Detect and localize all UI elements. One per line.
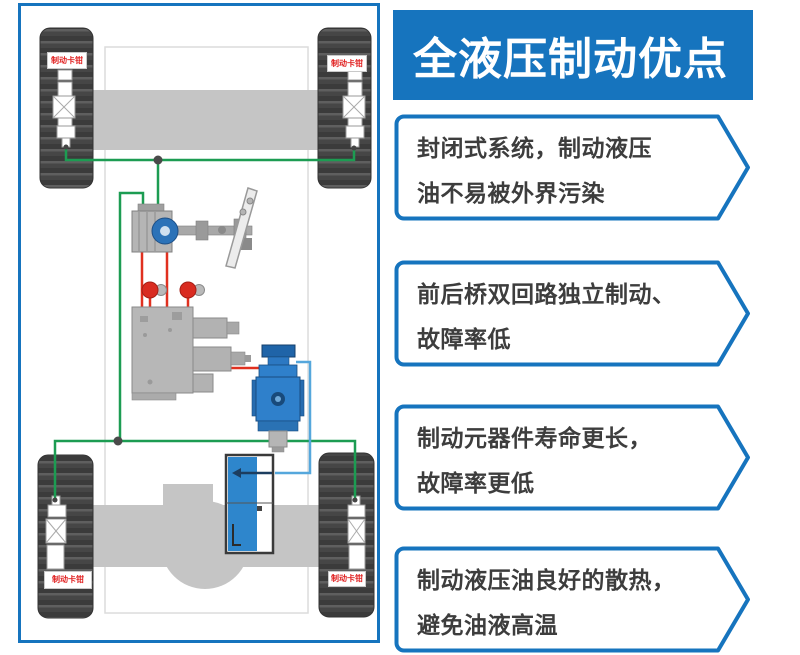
front-axle xyxy=(84,90,346,150)
callout-line: 故障率更低 xyxy=(417,470,535,496)
valve-block xyxy=(131,306,251,401)
callout-text: 制动液压油良好的散热， 避免油液高温 xyxy=(417,558,717,648)
callout-closed-system: 封闭式系统，制动液压 油不易被外界污染 xyxy=(393,113,755,223)
front-brake-line xyxy=(64,147,356,212)
rear-right-wheel-label: 制动卡钳 xyxy=(328,571,366,587)
front-left-wheel-label: 制动卡钳 xyxy=(47,52,87,69)
callout-line: 制动元器件寿命更长， xyxy=(417,425,652,451)
rear-right-wheel xyxy=(318,452,375,618)
callout-component-life: 制动元器件寿命更长， 故障率更低 xyxy=(393,403,755,513)
callout-text: 封闭式系统，制动液压 油不易被外界污染 xyxy=(417,126,717,216)
callout-heat-dissipation: 制动液压油良好的散热， 避免油液高温 xyxy=(393,545,755,655)
callout-line: 故障率低 xyxy=(417,326,511,352)
accumulators xyxy=(141,281,205,299)
rear-brake-line xyxy=(53,191,357,500)
callout-text: 前后桥双回路独立制动、 故障率低 xyxy=(417,272,717,362)
callout-arrow-shape xyxy=(394,404,750,511)
line-junction xyxy=(113,436,123,446)
callout-arrow-shape xyxy=(394,114,750,221)
callout-line: 前后桥双回路独立制动、 xyxy=(417,281,676,307)
front-right-wheel xyxy=(317,27,372,189)
brake-system-diagram xyxy=(37,27,375,619)
page-title: 全液压制动优点 xyxy=(413,35,728,84)
callout-line: 封闭式系统，制动液压 xyxy=(417,135,652,161)
callout-line: 避免油液高温 xyxy=(417,612,558,638)
title-banner: 全液压制动优点 xyxy=(393,10,753,100)
brake-pedal-valve xyxy=(131,187,258,269)
callout-line: 油不易被外界污染 xyxy=(417,180,605,206)
callout-text: 制动元器件寿命更长， 故障率更低 xyxy=(417,416,717,506)
oil-tank xyxy=(224,453,275,555)
hydraulic-pump xyxy=(251,344,305,453)
front-right-wheel-label: 制动卡钳 xyxy=(327,55,367,72)
rear-left-wheel xyxy=(37,454,94,619)
line-junction xyxy=(153,155,163,165)
rear-left-wheel-label: 制动卡钳 xyxy=(44,571,92,589)
callout-line: 制动液压油良好的散热， xyxy=(417,567,676,593)
return-line xyxy=(275,360,312,475)
callout-dual-circuit: 前后桥双回路独立制动、 故障率低 xyxy=(393,259,755,369)
vehicle-body xyxy=(84,46,346,614)
callout-arrow-shape xyxy=(394,260,750,367)
